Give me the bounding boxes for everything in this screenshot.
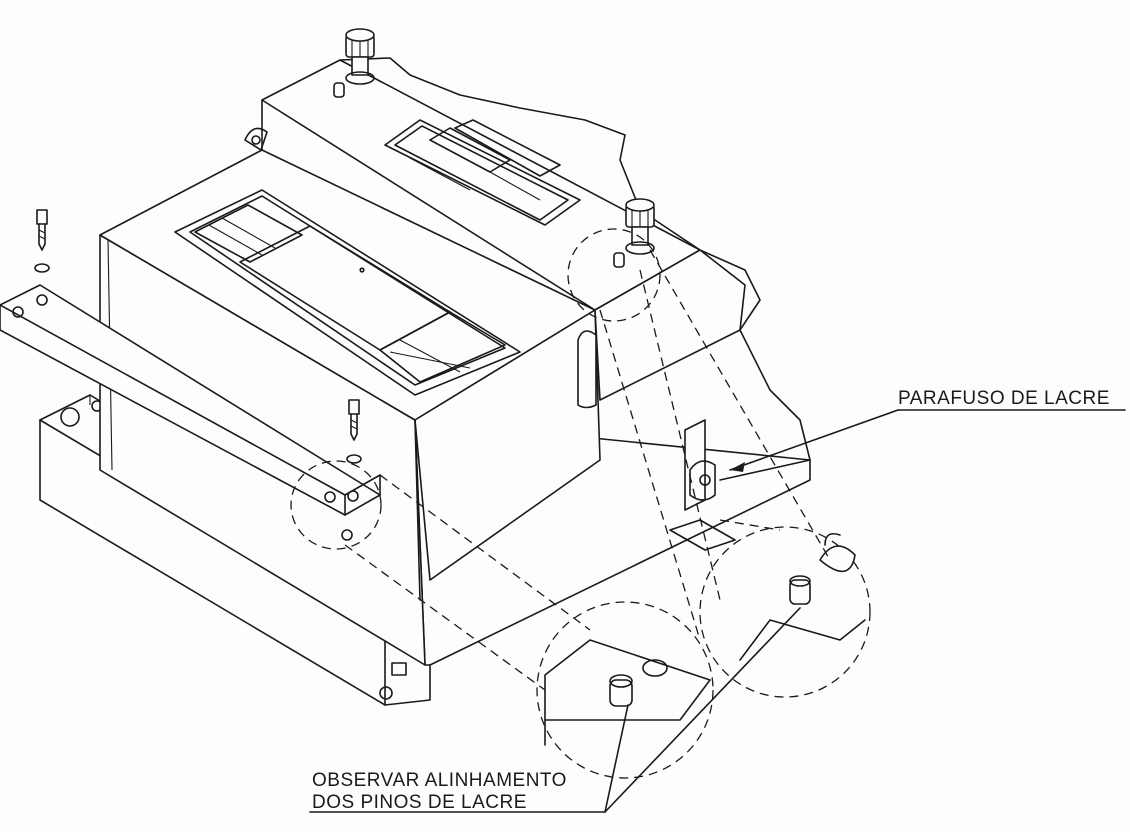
callout-sealing-screw-label: PARAFUSO DE LACRE: [898, 388, 1110, 409]
sealing-tab: [577, 330, 811, 551]
callout-sealing-screw: PARAFUSO DE LACRE: [729, 388, 1126, 472]
detail-cover-pin: [739, 532, 866, 661]
callout-pin-alignment: OBSERVAR ALINHAMENTO DOS PINOS DE LACRE: [309, 607, 801, 813]
detail-circles: [290, 228, 871, 779]
detail-base-pin: [544, 639, 711, 746]
mounting-bar: [0, 284, 381, 541]
seal-screw-knob-front: [613, 198, 655, 268]
terminal-cover: [244, 57, 811, 461]
mounting-screw-right: [346, 399, 362, 464]
mounting-screw-left: [34, 209, 50, 273]
callout-pin-alignment-line1: OBSERVAR ALINHAMENTO: [312, 770, 567, 791]
projection-lines: [344, 249, 831, 691]
seal-screw-knob-rear: [333, 28, 375, 98]
top-cover: [99, 149, 601, 601]
callout-pin-alignment-line2: DOS PINOS DE LACRE: [312, 792, 527, 813]
